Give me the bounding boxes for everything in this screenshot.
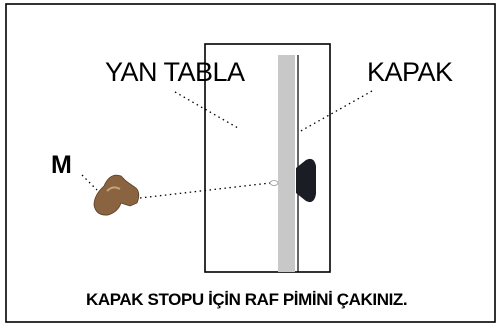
- label-side-panel: YAN TABLA: [105, 57, 245, 87]
- leader-side-panel: [174, 91, 239, 129]
- pin-hole: [269, 180, 279, 186]
- leader-marker-m: [81, 174, 98, 191]
- leader-door: [298, 90, 373, 133]
- door-strip: [278, 55, 295, 272]
- label-part-marker: M: [51, 151, 72, 179]
- leader-lines: [81, 90, 373, 199]
- door-stop-bumper: [296, 158, 316, 203]
- side-panel-outline: [204, 43, 331, 273]
- outer-frame: [5, 3, 496, 323]
- leader-pin-to-hole: [139, 182, 271, 199]
- shelf-pin: [93, 174, 140, 216]
- instruction-caption: KAPAK STOPU İÇİN RAF PİMİNİ ÇAKINIZ.: [86, 290, 408, 309]
- label-door: KAPAK: [367, 57, 453, 87]
